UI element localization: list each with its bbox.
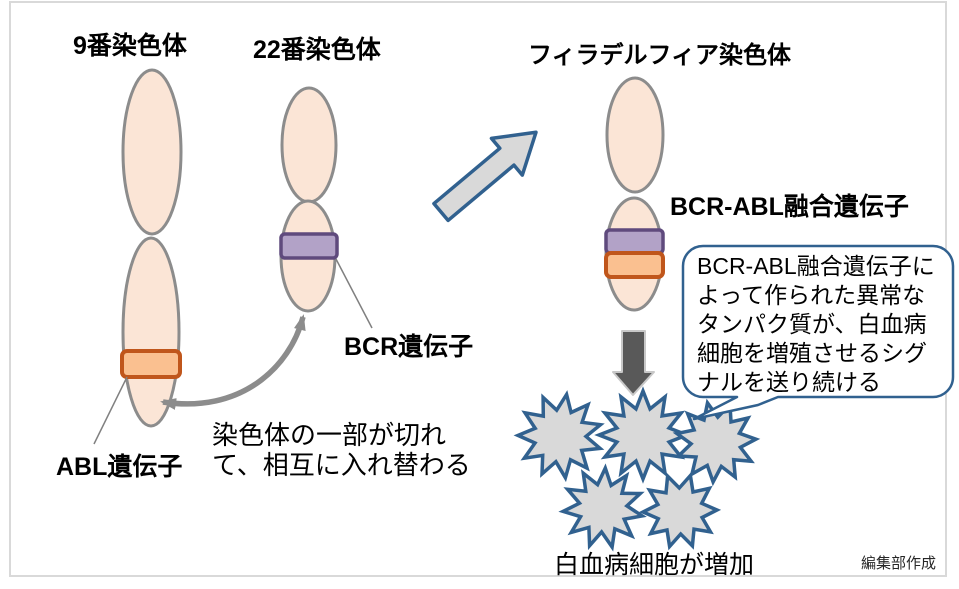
philadelphia-upper-arm [605,76,665,194]
philadelphia-title: フィラデルフィア染色体 [528,42,792,69]
philadelphia-chromosome-shape [604,76,665,312]
translocation-note: 染色体の一部が切れ て、相互に入れ替わる [212,420,471,480]
bcr-abl-fusion-gene-label: BCR-ABL融合遺伝子 [670,193,909,221]
bcr-gene-label: BCR遺伝子 [344,333,474,361]
chromosome-22-upper-arm [280,86,338,204]
leukemia-cells-group [513,386,761,552]
callout-text: BCR-ABL融合遺伝子に よって作られた異常な タンパク質が、白血病 細胞を増… [697,253,935,395]
leukemia-cell-icon [638,471,722,551]
leukemia-cell-icon [672,398,761,487]
bcr-label-leader-line [335,258,373,329]
leukemia-cell-icon [513,390,605,483]
chromosome-9-title: 9番染色体 [73,32,187,60]
chromosome-9-upper-arm [121,68,183,236]
leukemia-cell-icon [558,463,647,552]
callout-bubble [681,244,955,421]
chromosome-22-shape [279,86,339,313]
fusion-abl-band [604,251,665,279]
down-arrow-icon [612,330,655,396]
chromosome-9-shape [120,68,183,428]
leukemia-increase-label: 白血病細胞が増加 [554,551,755,579]
bcr-gene-band [279,232,339,260]
transform-arrow-icon [432,130,538,223]
swap-arrow-icon [160,314,306,410]
chromosome-22-title: 22番染色体 [253,36,381,64]
abl-gene-band [120,349,182,379]
abl-gene-label: ABL遺伝子 [56,453,183,481]
chromosome-9-lower-arm [121,236,181,428]
credit-label: 編集部作成 [861,555,937,572]
abl-label-leader-line [93,376,128,445]
fusion-bcr-band [604,228,665,255]
leukemia-cell-icon [594,386,692,484]
